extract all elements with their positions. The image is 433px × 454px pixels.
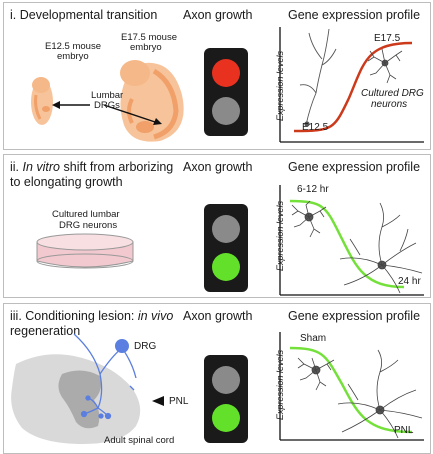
- drg-label: DRG: [134, 341, 157, 352]
- petri-dish-illustration: [36, 233, 134, 269]
- panel2-illustration: [36, 185, 424, 296]
- traffic-light: [204, 355, 248, 443]
- expression-curve-red: [293, 41, 413, 133]
- title-suffix: shift from arborizing: [60, 160, 174, 174]
- y-axis-label: Expression levels: [275, 200, 285, 272]
- expression-graph-axes: [279, 332, 424, 441]
- elongating-neuron-illustration: [337, 349, 423, 439]
- dish-label-line1: Cultured lumbar: [52, 209, 120, 220]
- panel-title: i. Developmental transition: [10, 8, 158, 22]
- green-light-icon: [212, 404, 240, 432]
- expression-graph-axes: [279, 185, 424, 296]
- panel-title-line1: iii. Conditioning lesion: in vivo: [10, 309, 173, 324]
- e12-label-line1: E12.5 mouse: [45, 41, 101, 52]
- axon-growth-header: Axon growth: [183, 160, 253, 174]
- green-light-icon: [212, 253, 240, 281]
- title-prefix: iii. Conditioning lesion:: [10, 309, 138, 323]
- end-label: E17.5: [374, 33, 401, 44]
- expression-curve-green: [289, 346, 413, 434]
- start-label: E12.5: [302, 122, 329, 133]
- e17-label-line2: embryo: [130, 42, 162, 53]
- drg-cell-body-icon: [115, 339, 129, 353]
- spinal-cord-label: Adult spinal cord: [104, 435, 175, 446]
- gene-expression-header: Gene expression profile: [288, 8, 421, 22]
- arrow-to-e12-icon: [52, 101, 60, 109]
- start-label: 6-12 hr: [297, 184, 329, 195]
- y-axis-label: Expression levels: [275, 349, 285, 421]
- expression-graph-axes: [279, 27, 424, 143]
- off-light-icon: [212, 97, 240, 125]
- panel-title-line1: ii. In vitro shift from arborizing: [10, 160, 173, 175]
- panel-title-line2: to elongating growth: [10, 175, 123, 189]
- panel-developmental-transition: i. Developmental transition Axon growth …: [3, 2, 431, 150]
- title-italic: In vitro: [22, 160, 61, 174]
- panel-in-vitro-shift: ii. In vitro shift from arborizing to el…: [3, 154, 431, 298]
- elongating-neuron-illustration: [299, 28, 337, 127]
- off-light-icon: [212, 215, 240, 243]
- title-prefix: ii.: [10, 160, 23, 174]
- panel-title-line2: regeneration: [10, 324, 81, 338]
- arborizing-neuron-illustration: [367, 48, 403, 84]
- gene-expression-header: Gene expression profile: [288, 160, 421, 174]
- expression-curve-green: [289, 199, 405, 289]
- panel1-illustration: [31, 27, 424, 143]
- e12-embryo-illustration: [31, 77, 53, 125]
- pnl-lesion-label: PNL: [169, 396, 189, 407]
- panel3-illustration: [11, 332, 424, 444]
- arborizing-neuron-illustration: [291, 200, 327, 238]
- arrow-to-e17-icon: [153, 118, 162, 125]
- end-label: PNL: [394, 425, 414, 436]
- gene-expression-header: Gene expression profile: [288, 309, 421, 323]
- red-light-icon: [212, 59, 240, 87]
- e17-label-line1: E17.5 mouse: [121, 32, 177, 43]
- neuron-label-line2: neurons: [371, 99, 408, 110]
- e12-label-line2: embryo: [57, 51, 89, 62]
- dish-label-line2: DRG neurons: [59, 220, 118, 231]
- pnl-arrow-icon: [152, 396, 164, 406]
- drg-label-line2: DRGs: [94, 100, 120, 111]
- title-italic: in vivo: [137, 309, 174, 323]
- axon-growth-header: Axon growth: [183, 309, 253, 323]
- start-label: Sham: [300, 333, 327, 344]
- e17-embryo-illustration: [120, 60, 184, 142]
- elongating-neuron-illustration: [339, 202, 423, 294]
- drg-label-line1: Lumbar: [91, 90, 124, 101]
- panel-conditioning-lesion: iii. Conditioning lesion: in vivo regene…: [3, 303, 431, 454]
- y-axis-label: Expression levels: [275, 50, 285, 122]
- off-light-icon: [212, 366, 240, 394]
- end-label: 24 hr: [398, 276, 421, 287]
- traffic-light: [204, 204, 248, 292]
- arborizing-neuron-illustration: [297, 357, 335, 391]
- axon-growth-header: Axon growth: [183, 8, 253, 22]
- neuron-label-line1: Cultured DRG: [361, 88, 424, 99]
- spinal-cord-illustration: [11, 354, 141, 444]
- traffic-light: [204, 48, 248, 136]
